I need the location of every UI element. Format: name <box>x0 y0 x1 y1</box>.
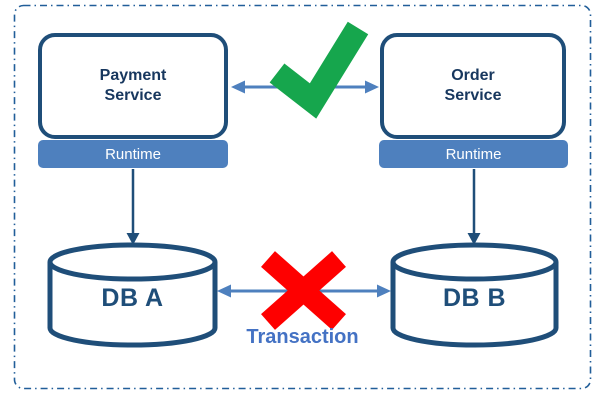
payment-runtime-badge: Runtime <box>38 140 228 168</box>
cross-icon <box>261 251 346 330</box>
db-a-label: DB A <box>101 284 164 312</box>
diagram-border <box>13 4 592 390</box>
order-service-box: Order Service <box>380 33 566 139</box>
order-runtime-label: Runtime <box>445 145 502 163</box>
arrowhead-left-icon <box>231 80 245 94</box>
payment-service-label: Payment Service <box>99 67 167 104</box>
order-runtime-badge: Runtime <box>379 140 568 168</box>
order-service-label: Order Service <box>444 67 502 104</box>
checkmark-icon <box>269 21 369 119</box>
db-b-label: DB B <box>442 284 507 312</box>
arrowhead-left-icon <box>217 284 231 298</box>
payment-service-box: Payment Service <box>38 33 228 139</box>
order-to-dbb-arrow <box>467 169 481 245</box>
arrowhead-down-icon <box>467 233 481 245</box>
payment-runtime-label: Runtime <box>105 145 161 163</box>
arrowhead-right-icon <box>365 80 379 94</box>
arrowhead-down-icon <box>126 233 140 245</box>
db-a-cylinder <box>47 242 218 348</box>
payment-to-dba-arrow <box>126 169 140 245</box>
db-b-cylinder <box>390 242 559 348</box>
arrowhead-right-icon <box>377 284 391 298</box>
transaction-label: Transaction <box>246 326 359 348</box>
